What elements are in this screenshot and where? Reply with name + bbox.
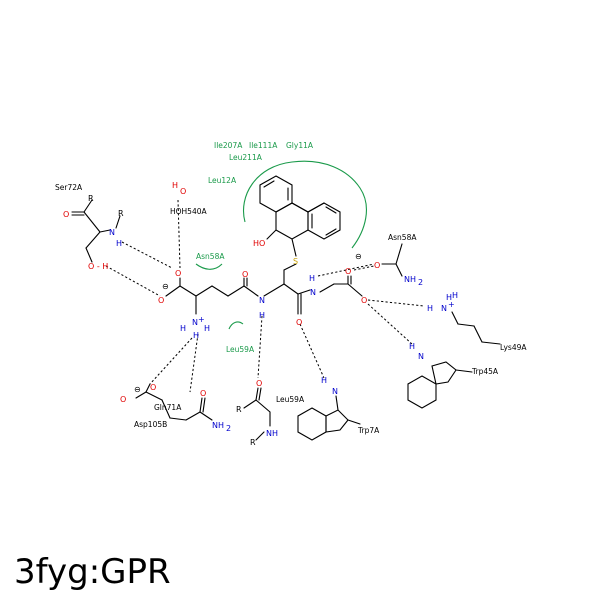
residue-leu59a-hydrophobic: Leu59A xyxy=(226,345,255,354)
atom-h-amide-2: H xyxy=(259,311,265,320)
hbond-trp7 xyxy=(299,323,325,379)
atom-h-ammonium-3: H xyxy=(193,331,199,340)
atom-o-carbonyl-2: O xyxy=(242,270,248,279)
atom-o-glu-2: O xyxy=(158,296,164,305)
residue-leu211a: Leu211A xyxy=(229,153,263,162)
residue-ile207a: Ile207A xyxy=(214,141,243,150)
residue-ile111a: Ile111A xyxy=(249,141,278,150)
trp7a-indole-pyrrole xyxy=(325,409,349,433)
atom-water-o: O xyxy=(180,187,186,196)
atom-lys-n: N xyxy=(441,304,447,313)
residue-asn58a: Asn58A xyxy=(388,233,417,242)
atom-leu-nh: NH xyxy=(266,429,278,438)
hbond-trp45 xyxy=(367,303,413,345)
charge-minus-1: ⊖ xyxy=(355,252,362,261)
residue-hoh540a: HOH540A xyxy=(170,207,207,216)
page-title: 3fyg:GPR xyxy=(14,552,171,592)
charge-minus-asp: ⊖ xyxy=(134,385,141,394)
charge-plus-1: + xyxy=(198,315,205,324)
atom-lys-h1: H xyxy=(446,293,452,302)
residue-leu12a: Leu12A xyxy=(208,176,237,185)
atom-h-amide-1: H xyxy=(309,274,315,283)
residue-trp7a: Trp7A xyxy=(357,426,380,435)
atom-leu-o: O xyxy=(256,379,262,388)
hbond-asn58-b xyxy=(353,265,375,271)
atom-n-amide-1: N xyxy=(310,288,316,297)
residue-gly11a: Gly11A xyxy=(286,141,314,150)
atom-ser-h: H xyxy=(116,239,122,248)
atom-n-ammonium: N xyxy=(192,318,198,327)
hbond-asn58 xyxy=(317,263,375,277)
atom-o-carboxyl-2: O xyxy=(361,296,367,305)
hbond-ser-nh xyxy=(121,241,173,269)
atom-trp7-n: N xyxy=(332,387,338,396)
trp45a-indole-benzene xyxy=(407,375,437,409)
atom-gln-nh2: NH xyxy=(212,421,224,430)
atom-leu-r1: R xyxy=(236,405,242,414)
charge-minus-2: ⊖ xyxy=(162,282,169,291)
atom-n-amide-2: N xyxy=(259,296,265,305)
hbond-gln71 xyxy=(189,333,199,393)
residue-asn58a-hydrophobic: Asn58A xyxy=(196,252,225,261)
atom-o-carbonyl-1: O xyxy=(296,318,302,327)
atom-hydroxyl: HO xyxy=(253,239,265,248)
hydrophobic-arc-leu59 xyxy=(228,321,244,330)
phenanthrene-ring-right xyxy=(307,202,341,240)
atom-trp45-n: N xyxy=(418,352,424,361)
residue-leu59a: Leu59A xyxy=(276,395,305,404)
atom-lys-h2: H xyxy=(427,304,433,313)
atom-asp-o1: O xyxy=(120,395,126,404)
phenanthrene-ring-middle xyxy=(275,202,309,240)
hbond-ser-oh xyxy=(105,265,161,297)
phenanthrene-ring-left xyxy=(259,175,293,213)
atom-ser-o: O xyxy=(63,210,69,219)
atom-trp7-h: H xyxy=(321,376,327,385)
charge-plus-lys: + xyxy=(448,300,455,309)
atom-asn-nh2: NH xyxy=(404,275,416,284)
hydrophobic-arc-asn58 xyxy=(195,263,223,270)
atom-ser-n: N xyxy=(109,228,115,237)
atom-gln-o: O xyxy=(200,389,206,398)
hbond-leu59 xyxy=(257,315,263,379)
residue-asp105b: Asp105B xyxy=(134,420,167,429)
atom-trp45-h: H xyxy=(409,342,415,351)
atom-asn-nh2-sub: 2 xyxy=(418,278,423,287)
atom-ser-r2: R xyxy=(118,209,124,218)
atom-gln-nh2-sub: 2 xyxy=(226,424,231,433)
atom-leu-r2: R xyxy=(250,438,256,447)
hbond-asp105 xyxy=(149,337,193,385)
residue-trp45a: Trp45A xyxy=(471,367,499,376)
atom-h-ammonium-2: H xyxy=(204,324,210,333)
atom-o-carboxyl-1: O xyxy=(345,267,351,276)
atom-sulfur: S xyxy=(293,257,298,266)
atom-water-h: H xyxy=(172,181,178,190)
atom-ser-r1: R xyxy=(88,194,94,203)
atom-lys-h3: H xyxy=(452,291,458,300)
trp7a-indole-benzene xyxy=(297,407,327,441)
atom-ser-oh: O - H xyxy=(88,262,108,271)
residue-gln71a: Gln71A xyxy=(154,403,182,412)
atom-asn-o: O xyxy=(374,261,380,270)
atom-h-ammonium-1: H xyxy=(180,324,186,333)
atom-asp-o2: O xyxy=(150,383,156,392)
hbond-lys49 xyxy=(367,299,425,307)
residue-ser72a: Ser72A xyxy=(55,183,83,192)
residue-lys49a: Lys49A xyxy=(500,343,527,352)
hydrophobic-arc-top xyxy=(243,160,367,249)
trp45a-indole-pyrrole xyxy=(431,361,457,385)
atom-o-glu-1: O xyxy=(175,269,181,278)
